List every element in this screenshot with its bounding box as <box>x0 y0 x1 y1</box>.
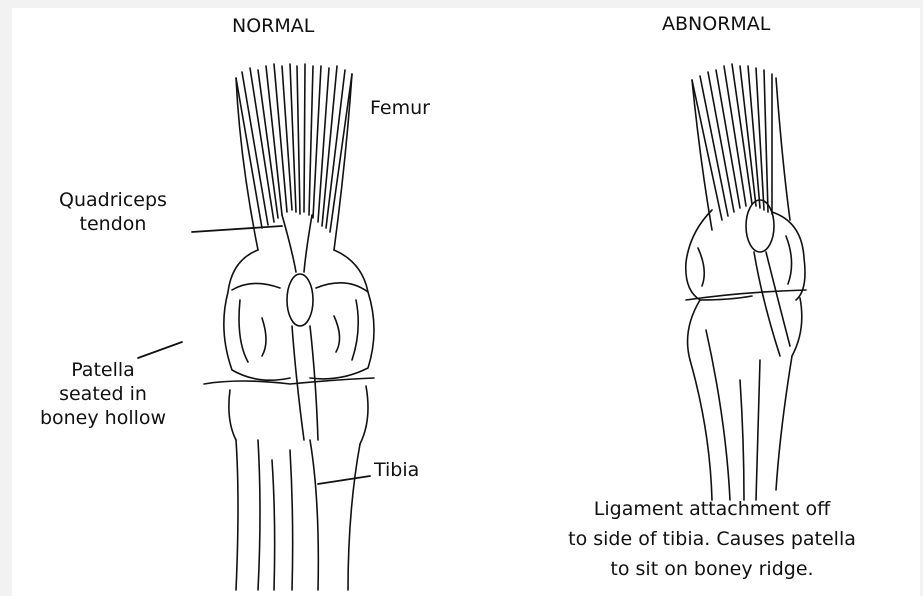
normal-heading: NORMAL <box>232 14 314 38</box>
tibia-label: Tibia <box>374 458 419 482</box>
patella-label: Patella seated in boney hollow <box>8 358 198 430</box>
quadriceps-label-line1: Quadriceps <box>38 188 188 212</box>
quadriceps-pointer <box>192 226 282 232</box>
abnormal-caption: Ligament attachment off to side of tibia… <box>506 494 918 584</box>
quadriceps-label-line2: tendon <box>38 212 188 236</box>
abnormal-caption-line1: Ligament attachment off <box>506 494 918 524</box>
abnormal-caption-line3: to sit on boney ridge. <box>506 554 918 584</box>
normal-knee-drawing <box>204 64 374 590</box>
normal-tibia-shaft <box>236 440 360 590</box>
abnormal-knee-drawing <box>686 64 806 500</box>
normal-pointer-lines <box>138 226 370 484</box>
abnormal-tibia-plateau <box>686 290 806 300</box>
patella-label-line3: boney hollow <box>8 406 198 430</box>
abnormal-patellar-ligament <box>754 252 790 356</box>
abnormal-heading: ABNORMAL <box>662 12 770 36</box>
abnormal-caption-line2: to side of tibia. Causes patella <box>506 524 918 554</box>
abnormal-tibia-shaft <box>690 330 792 500</box>
normal-quadriceps-fibres <box>236 64 352 250</box>
normal-quadriceps-tendon <box>282 215 312 272</box>
quadriceps-label: Quadriceps tendon <box>38 188 188 236</box>
patella-label-line1: Patella <box>8 358 198 382</box>
tibia-pointer <box>318 476 370 484</box>
abnormal-quadriceps-fibres <box>692 64 790 230</box>
femur-label: Femur <box>370 96 430 120</box>
normal-femur-condyles <box>224 250 374 380</box>
normal-patella <box>287 274 313 326</box>
patella-pointer <box>138 342 182 358</box>
patella-label-line2: seated in <box>8 382 198 406</box>
